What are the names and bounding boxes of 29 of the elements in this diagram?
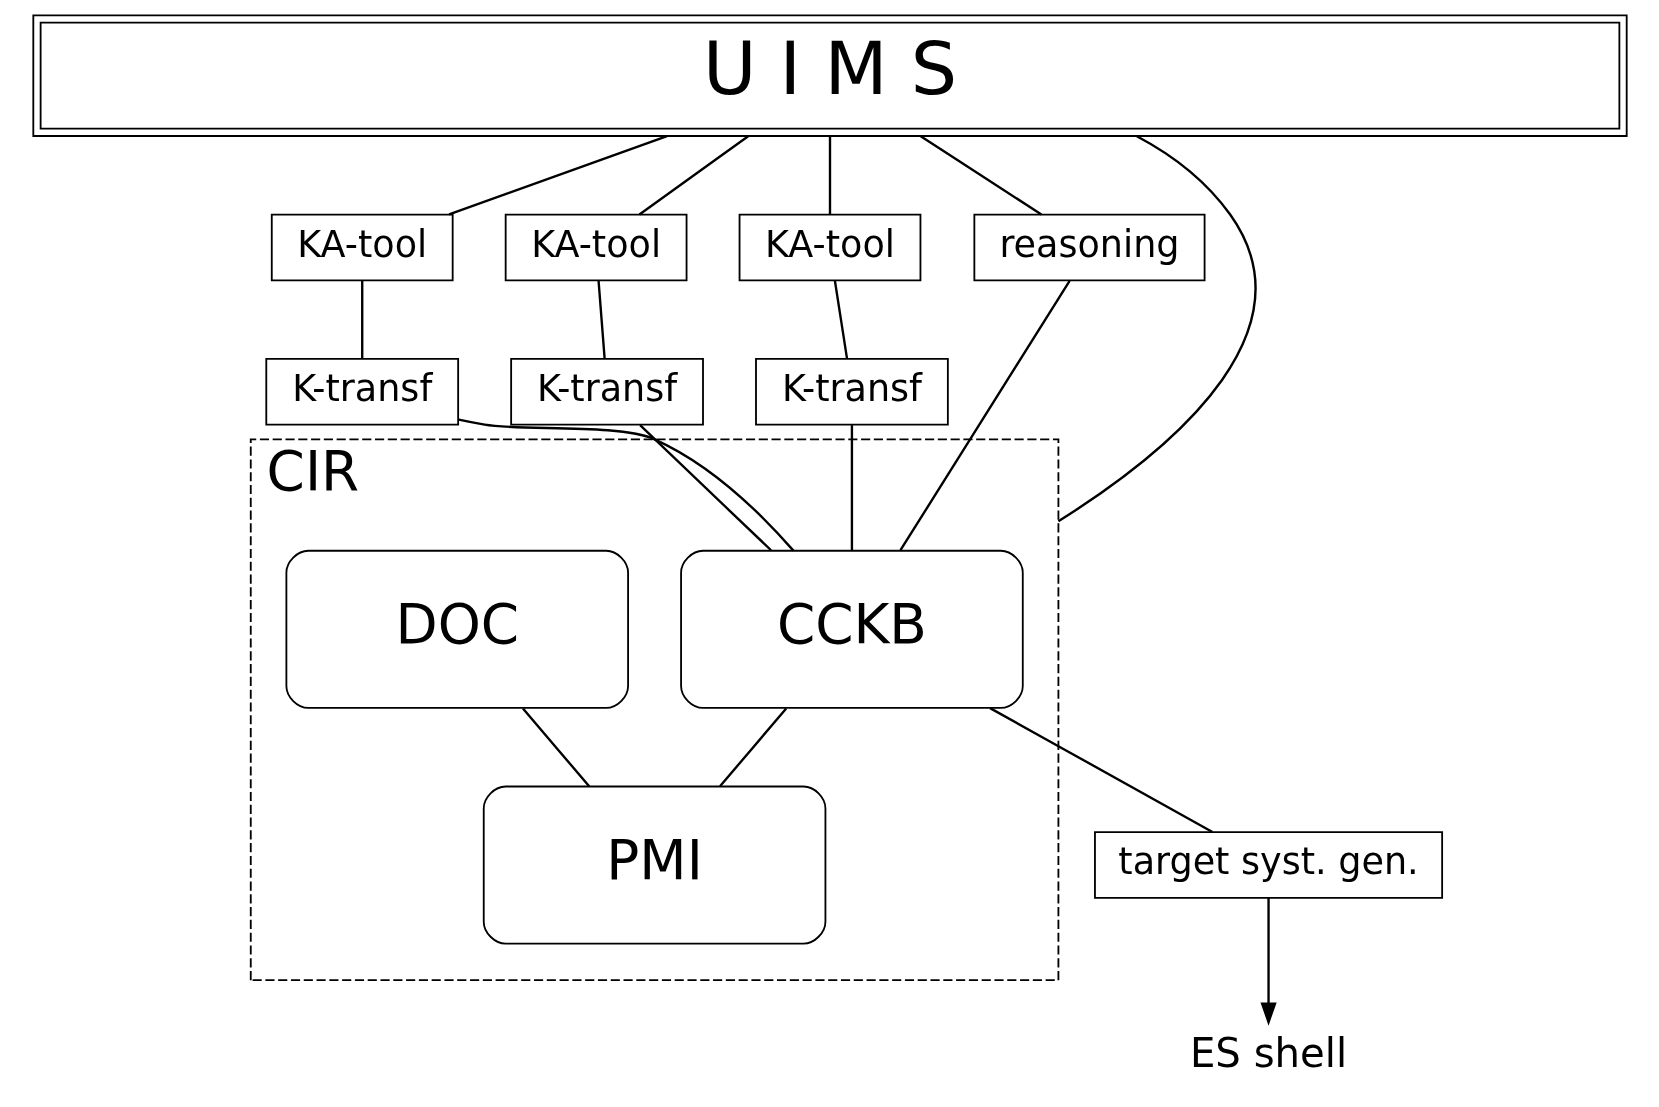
- connector: [638, 424, 772, 552]
- connector: [596, 280, 606, 359]
- node-box: K-transf: [754, 358, 949, 426]
- node-text: ES shell: [1189, 1030, 1347, 1077]
- node-box: CCKB: [679, 549, 1024, 709]
- connector: [919, 135, 1042, 216]
- node-box: KA-tool: [504, 213, 687, 282]
- connector: [448, 134, 667, 216]
- connector: [360, 280, 363, 359]
- node-box: KA-tool: [270, 213, 454, 282]
- node-box: target syst. gen.: [1093, 831, 1443, 899]
- connector: [833, 280, 848, 359]
- connector: [521, 707, 590, 788]
- node-box: reasoning: [972, 213, 1205, 282]
- node-box: DOC: [284, 549, 629, 709]
- connector: [638, 135, 749, 216]
- connector: [850, 425, 853, 551]
- connector: [458, 418, 794, 552]
- connector: [1057, 135, 1256, 523]
- node-box: PMI: [482, 785, 826, 945]
- connector: [989, 707, 1213, 833]
- node-box: U I M S: [31, 14, 1628, 137]
- connector: [718, 707, 787, 788]
- node-box: K-transf: [264, 358, 459, 426]
- node-box: KA-tool: [738, 213, 921, 282]
- arrow: [1259, 897, 1277, 1026]
- connector: [828, 136, 831, 215]
- connector: [898, 280, 1071, 551]
- node-box: K-transf: [509, 358, 704, 426]
